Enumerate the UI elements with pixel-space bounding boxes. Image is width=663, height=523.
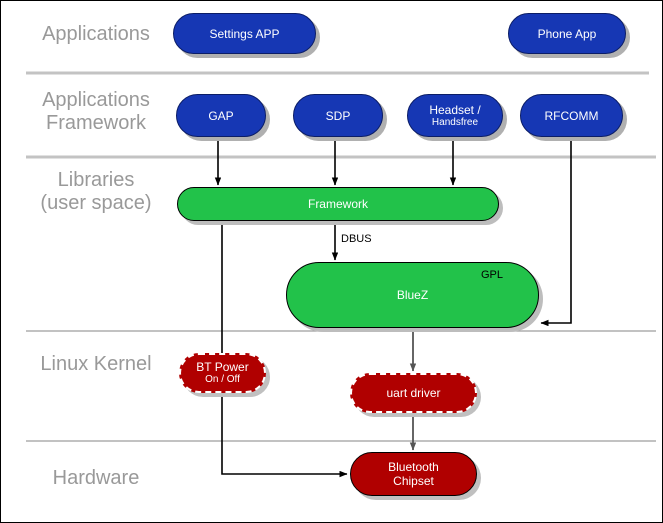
- node-label: BT Power: [196, 360, 249, 374]
- node-label: uart driver: [386, 386, 441, 400]
- node-label: Framework: [307, 197, 368, 211]
- node-label: GAP: [208, 108, 234, 123]
- connector-rfcomm-to-bluez: [540, 137, 572, 327]
- node-headset-handsfree[interactable]: Headset / Handsfree: [407, 94, 507, 141]
- layer-label-applications-framework: Applications Framework: [42, 89, 150, 134]
- node-rfcomm[interactable]: RFCOMM: [520, 94, 627, 141]
- node-body: [350, 452, 477, 496]
- layer-label-hardware: Hardware: [52, 467, 140, 489]
- node-label: Phone App: [537, 26, 597, 41]
- node-sublabel: On / Off: [205, 374, 240, 385]
- node-label: SDP: [325, 108, 351, 123]
- layer-label-applications: Applications: [42, 23, 150, 45]
- node-sdp[interactable]: SDP: [293, 94, 387, 141]
- gpl-license-tag: GPL: [481, 269, 504, 281]
- layer-label-libraries: Libraries (user space): [40, 169, 152, 214]
- node-body: [508, 13, 626, 54]
- node-label: Bluetooth: [388, 460, 439, 474]
- node-body: [176, 94, 266, 137]
- node-phone-app[interactable]: Phone App: [508, 13, 630, 58]
- dbus-edge-label: DBUS: [341, 233, 372, 245]
- node-bluetooth-chipset[interactable]: Bluetooth Chipset: [350, 452, 481, 500]
- node-gap[interactable]: GAP: [176, 94, 270, 141]
- node-body: [350, 373, 477, 413]
- node-uart-driver[interactable]: uart driver: [350, 373, 481, 417]
- node-sublabel: Chipset: [393, 474, 434, 488]
- node-bt-power[interactable]: BT Power On / Off: [179, 353, 270, 397]
- node-label: Headset /: [429, 102, 481, 117]
- node-sublabel: Handsfree: [431, 116, 479, 128]
- node-body: [293, 94, 383, 137]
- node-settings-app[interactable]: Settings APP: [173, 13, 320, 58]
- node-framework[interactable]: Framework: [177, 187, 503, 225]
- node-body: [520, 94, 623, 137]
- node-body: [407, 94, 503, 137]
- node-label: Settings APP: [209, 26, 280, 41]
- connector-framework-to-chipset: [221, 221, 348, 478]
- node-label: RFCOMM: [544, 108, 599, 123]
- node-body: [173, 13, 316, 54]
- node-label: BlueZ: [396, 287, 429, 302]
- node-body: [177, 187, 499, 221]
- layer-label-linux-kernel: Linux Kernel: [40, 353, 152, 375]
